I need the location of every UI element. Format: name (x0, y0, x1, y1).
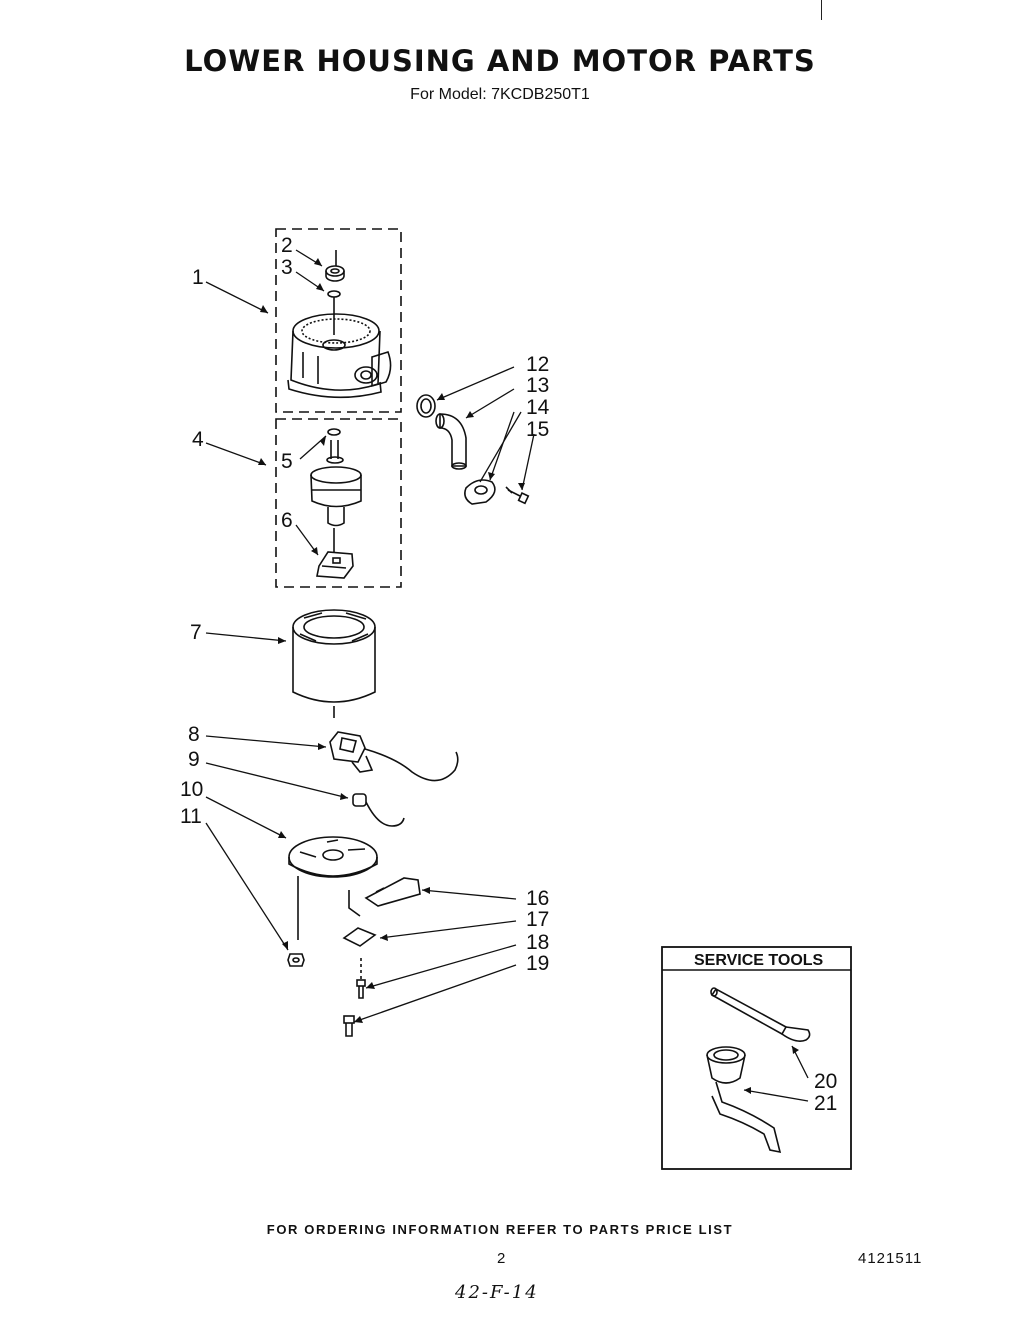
callout-10: 10 (180, 778, 203, 801)
bearing-part (325, 250, 345, 282)
callout-1: 1 (192, 266, 204, 289)
motor-assembly-box (275, 418, 402, 588)
lower-housing-assembly-box (275, 228, 402, 413)
callout-2: 2 (281, 234, 293, 257)
nut-part (287, 953, 305, 967)
arrowheads (258, 258, 799, 1094)
shaft-washer-part (327, 428, 341, 436)
lower-housing-part (287, 297, 392, 399)
gasket-part (416, 394, 436, 418)
motor-switch-part (316, 528, 354, 579)
callout-6: 6 (281, 509, 293, 532)
document-number: 4121511 (858, 1250, 923, 1267)
service-tools-box (661, 946, 852, 1170)
page-number: 2 (497, 1250, 506, 1267)
service-tools-title: SERVICE TOOLS (694, 952, 824, 969)
washer-part (327, 290, 341, 298)
callout-15: 15 (526, 418, 549, 441)
bolt-part (505, 486, 530, 505)
terminal-cover-part (342, 927, 377, 947)
mounting-screw-part (343, 1015, 355, 1037)
callout-16: 16 (526, 887, 549, 910)
motor-protector-part (329, 731, 459, 782)
callout-20: 20 (814, 1070, 837, 1093)
model-subtitle: For Model: 7KCDB250T1 (410, 86, 590, 103)
capacitor-part (352, 793, 405, 827)
flange-part (464, 479, 496, 505)
ordering-note: FOR ORDERING INFORMATION REFER TO PARTS … (266, 1222, 734, 1237)
screw-part (356, 958, 366, 999)
handwritten-note: 42-F-14 (455, 1282, 539, 1303)
callout-17: 17 (526, 908, 549, 931)
corner-mark (821, 0, 822, 20)
service-tool-wrench-part (710, 987, 811, 1042)
leader-lines (205, 249, 809, 1102)
page-title: LOWER HOUSING AND MOTOR PARTS (184, 44, 816, 78)
callout-5: 5 (281, 450, 293, 473)
callout-19: 19 (526, 952, 549, 975)
callout-13: 13 (526, 374, 549, 397)
callout-4: 4 (192, 428, 204, 451)
callout-18: 18 (526, 931, 549, 954)
service-tool-socket-part (706, 1046, 782, 1154)
callout-12: 12 (526, 353, 549, 376)
callout-8: 8 (188, 723, 200, 746)
rotor-part (310, 440, 362, 527)
stator-part (292, 609, 376, 718)
callout-11: 11 (180, 805, 202, 828)
callout-7: 7 (190, 621, 202, 644)
discharge-elbow-part (435, 413, 467, 470)
motor-end-plate-part (288, 836, 378, 940)
callout-3: 3 (281, 256, 293, 279)
callout-9: 9 (188, 748, 200, 771)
shield-part (364, 877, 421, 907)
callout-21: 21 (814, 1092, 837, 1115)
callout-14: 14 (526, 396, 550, 419)
